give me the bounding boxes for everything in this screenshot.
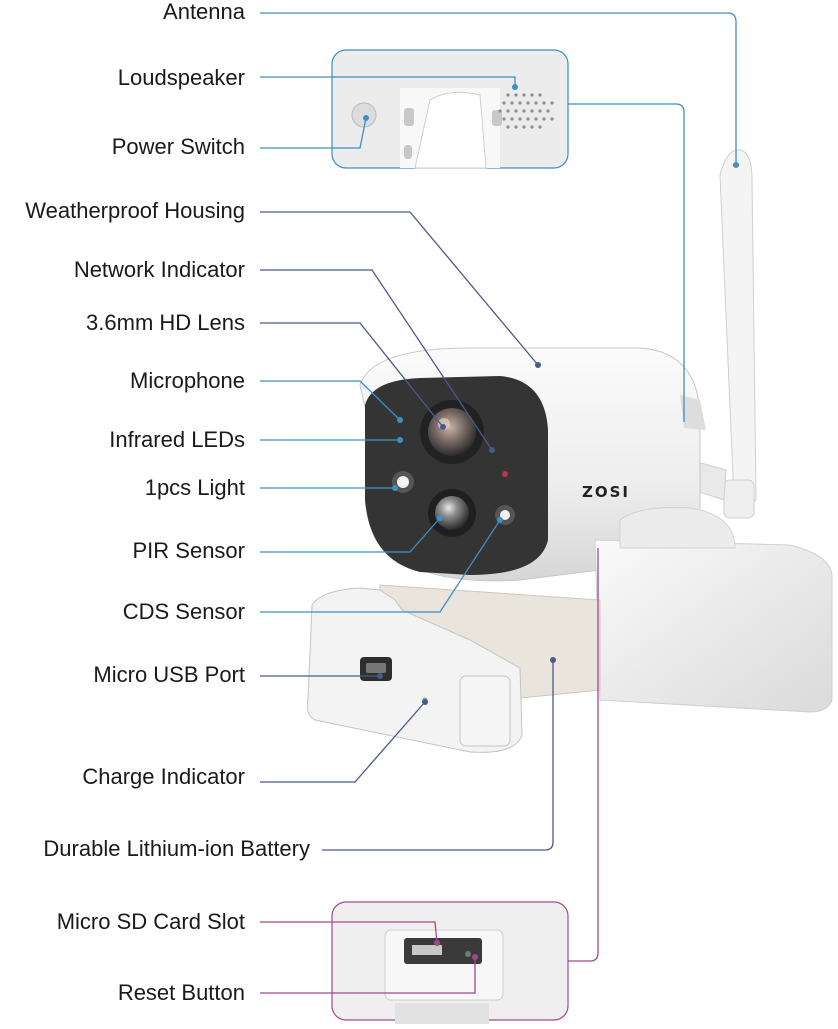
loudspeaker-leader-line — [260, 76, 516, 87]
hd-lens-label: 3.6mm HD Lens — [86, 310, 245, 335]
brand-logo: ZOSI — [582, 483, 630, 501]
antenna-leader-dot — [733, 162, 739, 168]
speaker-hole — [518, 101, 522, 105]
loudspeaker-inset — [331, 49, 569, 169]
power-switch-label: Power Switch — [111, 134, 245, 159]
light-leader-dot — [392, 485, 398, 491]
infrared-leds-leader-dot — [397, 437, 403, 443]
network-indicator-leader-dot — [489, 447, 495, 453]
power-switch-leader-dot — [363, 115, 369, 121]
speaker-hole — [514, 125, 518, 129]
speaker-hole — [514, 109, 518, 113]
reset-button-leader-dot — [472, 954, 478, 960]
loudspeaker-label: Loudspeaker — [117, 65, 245, 90]
battery-leader-line — [322, 660, 554, 851]
battery-leader-dot — [550, 657, 556, 663]
speaker-hole — [542, 117, 546, 121]
battery-base — [306, 507, 833, 753]
speaker-hole — [506, 125, 510, 129]
camera-brand: ZOSI — [582, 483, 630, 501]
speaker-hole — [510, 101, 514, 105]
speaker-hole — [522, 125, 526, 129]
reset-button-leader-line — [260, 957, 476, 994]
speaker-hole — [530, 109, 534, 113]
hd-lens-leader-dot — [440, 424, 446, 430]
charge-indicator-label: Charge Indicator — [82, 764, 245, 789]
antenna-label: Antenna — [163, 0, 245, 24]
speaker-hole — [510, 117, 514, 121]
speaker-hole — [542, 101, 546, 105]
speaker-hole — [550, 101, 554, 105]
speaker-hole — [506, 93, 510, 97]
speaker-hole — [534, 117, 538, 121]
loudspeaker-leader-dot — [512, 84, 518, 90]
speaker-hole — [538, 109, 542, 113]
hd-lens-leader-line — [260, 322, 444, 428]
speaker-grille — [498, 93, 554, 129]
antenna-leader-line — [260, 12, 737, 165]
battery-label: Durable Lithium-ion Battery — [43, 836, 310, 861]
speaker-hole — [522, 109, 526, 113]
network-indicator-label: Network Indicator — [73, 257, 245, 282]
speaker-hole — [538, 93, 542, 97]
power-switch-leader-line — [260, 117, 367, 149]
connector-0-leader-line — [568, 103, 685, 422]
light-label: 1pcs Light — [144, 475, 245, 500]
micro-sd-slot-leader-line — [260, 921, 438, 944]
pir-sensor-leader-line — [260, 517, 441, 553]
infrared-leds-label: Infrared LEDs — [109, 427, 245, 452]
speaker-hole — [538, 125, 542, 129]
cds-sensor-label: CDS Sensor — [122, 599, 245, 624]
micro-usb-port-leader-dot — [377, 673, 383, 679]
reset-button-label: Reset Button — [117, 980, 245, 1005]
speaker-hole — [518, 117, 522, 121]
micro-usb-port-label: Micro USB Port — [93, 662, 245, 687]
speaker-hole — [502, 101, 506, 105]
camera-face-plate — [365, 376, 548, 575]
speaker-hole — [526, 101, 530, 105]
speaker-hole — [530, 93, 534, 97]
pir-sensor-label: PIR Sensor — [132, 538, 246, 563]
speaker-hole — [502, 117, 506, 121]
weatherproof-housing-leader-dot — [535, 362, 541, 368]
leader-lines — [260, 12, 739, 994]
cds-sensor-leader-line — [260, 519, 501, 613]
charge-indicator-leader-dot — [422, 699, 428, 705]
charge-indicator-leader-line — [260, 701, 426, 783]
cds-sensor-leader-dot — [497, 517, 503, 523]
speaker-hole — [498, 109, 502, 113]
speaker-hole — [526, 117, 530, 121]
speaker-hole — [550, 117, 554, 121]
speaker-hole — [534, 101, 538, 105]
micro-sd-slot-leader-dot — [434, 940, 440, 946]
weatherproof-housing-label: Weatherproof Housing — [25, 198, 245, 223]
microphone-leader-line — [260, 380, 401, 421]
speaker-hole — [530, 125, 534, 129]
microphone-leader-dot — [397, 417, 403, 423]
connector-1-leader-line — [568, 548, 599, 962]
micro-sd-slot-label: Micro SD Card Slot — [56, 909, 245, 934]
speaker-hole — [522, 93, 526, 97]
microphone-label: Microphone — [130, 368, 245, 393]
pir-sensor-leader-dot — [437, 515, 443, 521]
sd-inset — [331, 901, 569, 1024]
speaker-hole — [546, 109, 550, 113]
network-indicator-leader-line — [260, 269, 493, 451]
weatherproof-housing-leader-line — [260, 211, 539, 366]
speaker-hole — [506, 109, 510, 113]
speaker-hole — [514, 93, 518, 97]
